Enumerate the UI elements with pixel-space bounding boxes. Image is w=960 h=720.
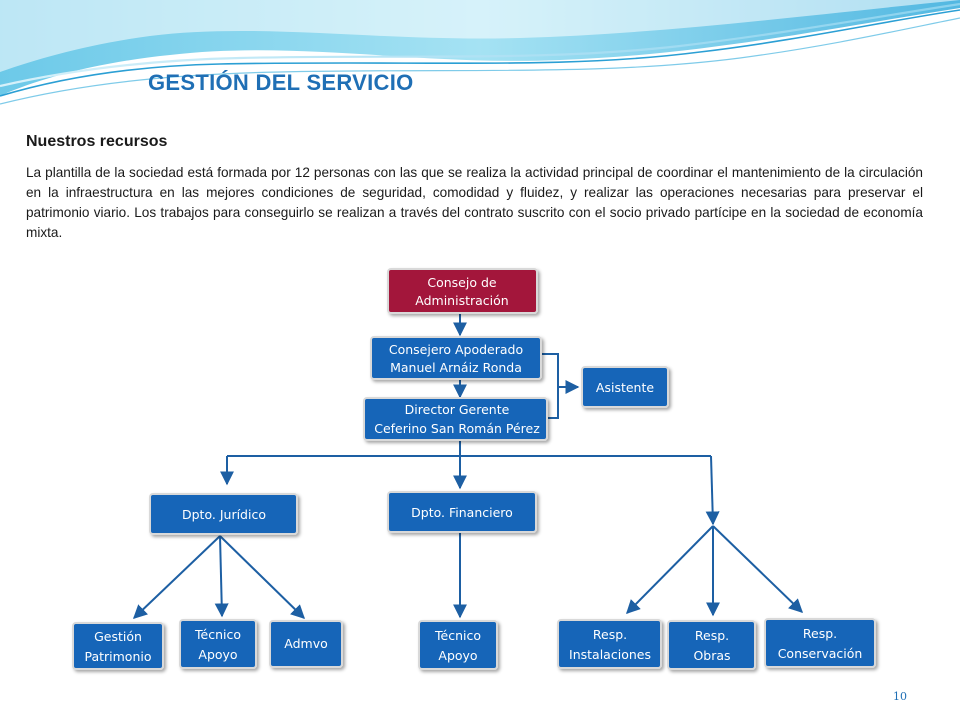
org-node-finance-dept: Dpto. Financiero: [387, 491, 537, 533]
org-node-tecnico-apoyo-legal: Técnico Apoyo: [179, 619, 257, 669]
node-label: Técnico: [434, 628, 481, 643]
node-label: Instalaciones: [569, 647, 651, 662]
node-label: Resp.: [695, 628, 729, 643]
node-label: Dpto. Financiero: [411, 505, 513, 520]
connector-hub-to-instalaciones: [626, 525, 714, 614]
node-label: Resp.: [803, 626, 837, 641]
header-waves: [0, 0, 960, 105]
node-label: Consejo de: [427, 275, 497, 290]
connector-legal-to-admvo: [219, 535, 306, 619]
org-node-board: Consejo de Administración: [387, 268, 538, 314]
node-label: Gestión: [94, 629, 142, 644]
node-label: Asistente: [596, 380, 654, 395]
org-node-resp-instalaciones: Resp. Instalaciones: [557, 619, 662, 669]
org-node-tecnico-apoyo-finance: Técnico Apoyo: [418, 620, 498, 670]
node-label: Administración: [415, 293, 508, 308]
node-label: Apoyo: [198, 647, 237, 662]
node-label: Obras: [693, 648, 730, 663]
node-label: Admvo: [284, 636, 328, 651]
node-label: Conservación: [778, 646, 863, 661]
connectors: [132, 313, 804, 619]
connector-legal-to-tecnico: [214, 535, 229, 618]
node-label: Ceferino San Román Pérez: [374, 421, 540, 436]
section-heading: Nuestros recursos: [26, 133, 168, 150]
org-node-resp-obras: Resp. Obras: [667, 620, 756, 670]
org-node-assistant: Asistente: [581, 366, 669, 408]
org-node-director: Director Gerente Ceferino San Román Pére…: [363, 397, 548, 441]
intro-paragraph: La plantilla de la sociedad está formada…: [26, 165, 923, 240]
connector-to-managers-hub: [705, 455, 720, 526]
org-node-advisor: Consejero Apoderado Manuel Arnáiz Ronda: [370, 336, 542, 380]
connector-hub-to-conservacion: [712, 525, 804, 613]
node-label: Apoyo: [438, 648, 477, 663]
node-label: Director Gerente: [405, 402, 510, 417]
page-title: GESTIÓN DEL SERVICIO: [148, 70, 414, 95]
node-label: Consejero Apoderado: [389, 342, 523, 357]
node-label: Técnico: [194, 627, 241, 642]
page-number: 10: [893, 690, 907, 703]
org-node-gestion-patrimonio: Gestión Patrimonio: [72, 622, 164, 670]
org-node-admvo: Admvo: [269, 620, 343, 668]
org-node-legal-dept: Dpto. Jurídico: [149, 493, 298, 535]
node-label: Dpto. Jurídico: [182, 507, 266, 522]
node-label: Patrimonio: [84, 649, 151, 664]
node-label: Resp.: [593, 627, 627, 642]
connector-legal-to-gestion: [132, 535, 221, 619]
org-node-resp-conservacion: Resp. Conservación: [764, 618, 876, 668]
node-label: Manuel Arnáiz Ronda: [390, 360, 522, 375]
